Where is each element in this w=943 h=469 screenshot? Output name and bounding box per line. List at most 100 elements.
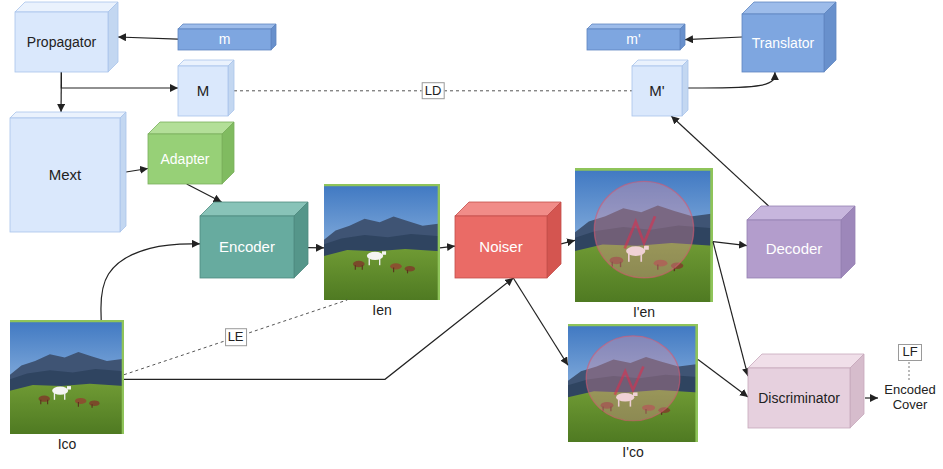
- cube-front: [455, 216, 547, 278]
- node-label: Discriminator: [758, 390, 840, 406]
- cube-top: [455, 202, 561, 216]
- matrix-cube: M: [178, 60, 234, 116]
- cube-front: [748, 368, 850, 428]
- cube-side: [228, 60, 234, 116]
- translator-cube: Translator: [742, 2, 836, 72]
- cube-front-face: Mext: [10, 118, 120, 232]
- cube-front: [10, 118, 120, 232]
- node-label: Adapter: [160, 151, 209, 167]
- node-label: M': [649, 82, 664, 99]
- cube-front: [178, 29, 271, 50]
- cube-front-face: Translator: [742, 14, 824, 72]
- cube-top: [587, 24, 685, 29]
- cube-front-face: Noiser: [455, 216, 547, 278]
- node-label: Noiser: [479, 238, 522, 255]
- cube-side: [108, 2, 118, 72]
- cube-top: [15, 2, 118, 12]
- cube-side: [294, 202, 308, 278]
- flow-arrow: [713, 242, 748, 377]
- flow-arrow: [118, 37, 178, 39]
- image-caption: I'co: [568, 444, 698, 460]
- flow-arrow: [308, 247, 324, 248]
- flow-arrow: [561, 240, 575, 243]
- cube-front: [632, 66, 682, 116]
- flow-arrow: [187, 184, 222, 202]
- message-bar: m: [178, 24, 276, 50]
- flow-arrow: [713, 242, 747, 246]
- cube-top: [178, 24, 276, 29]
- cube-front-face: M: [178, 66, 228, 116]
- noised-image: [568, 324, 698, 442]
- cube-top: [748, 354, 864, 368]
- flow-arrow: [61, 72, 178, 88]
- cube-front: [587, 29, 680, 50]
- node-label: Propagator: [27, 34, 96, 50]
- cube-front: [15, 12, 108, 72]
- cube-front-face: Encoder: [200, 216, 294, 278]
- message-bar: m': [587, 24, 685, 50]
- cube-front: [178, 66, 228, 116]
- image-node: Ien: [324, 184, 440, 300]
- loss-label: LF: [898, 344, 922, 361]
- image-caption: Ico: [10, 436, 124, 452]
- cube-front-face: Adapter: [148, 134, 222, 184]
- cube-front-face: Propagator: [15, 12, 108, 72]
- cube-front: [148, 134, 222, 184]
- cube-top: [148, 122, 234, 134]
- matrix-cube: M': [632, 60, 688, 116]
- output-label: Encoded Cover: [880, 383, 940, 413]
- node-label: Translator: [752, 35, 815, 51]
- cube-side: [120, 112, 126, 232]
- node-label: m': [626, 31, 640, 47]
- flow-arrow: [685, 37, 742, 40]
- noiser-cube: Noiser: [455, 202, 561, 278]
- flow-arrow: [101, 244, 200, 320]
- flow-arrow: [126, 169, 148, 173]
- node-label: Mext: [49, 166, 82, 183]
- image-caption: I'en: [575, 304, 713, 320]
- flow-arrow: [60, 72, 62, 112]
- cover-image: [324, 184, 440, 300]
- cube-top: [742, 2, 836, 14]
- encoder-cube: Encoder: [200, 202, 308, 278]
- cover-image: [10, 320, 124, 434]
- matrix-cube: Mext: [10, 112, 126, 232]
- noise-overlay: [594, 181, 693, 277]
- image-caption: Ien: [324, 302, 440, 318]
- cube-front-face: Decoder: [747, 220, 841, 278]
- cube-front-face: Discriminator: [748, 368, 850, 428]
- flow-arrow: [698, 359, 748, 397]
- cube-top: [10, 112, 126, 118]
- image-node: I'en: [575, 168, 713, 302]
- loss-label: LD: [422, 82, 445, 100]
- cube-front: [742, 14, 824, 72]
- cube-front-face: m: [178, 29, 271, 50]
- adapter-cube: Adapter: [148, 122, 234, 184]
- image-node: Ico: [10, 320, 124, 434]
- cube-top: [178, 60, 234, 66]
- cube-front-face: M': [632, 66, 682, 116]
- cube-side: [682, 60, 688, 116]
- node-label: m: [219, 31, 231, 47]
- noised-image: [575, 168, 713, 302]
- node-label: Decoder: [766, 240, 823, 257]
- cube-side: [271, 24, 276, 50]
- loss-link: [124, 300, 347, 375]
- cube-top: [632, 60, 688, 66]
- flow-arrow: [688, 72, 775, 88]
- flow-arrow: [513, 278, 568, 365]
- cube-side: [680, 24, 685, 50]
- flow-arrow: [671, 116, 768, 206]
- loss-leader: [909, 362, 910, 380]
- cube-side: [824, 2, 836, 72]
- flow-arrow: [124, 278, 513, 379]
- cube-side: [841, 206, 855, 278]
- propagator-cube: Propagator: [15, 2, 118, 72]
- node-label: Encoder: [219, 238, 275, 255]
- cube-side: [850, 354, 864, 428]
- cube-top: [747, 206, 855, 220]
- noise-overlay: [586, 336, 680, 421]
- flow-arrow: [440, 246, 455, 248]
- image-node: I'co: [568, 324, 698, 442]
